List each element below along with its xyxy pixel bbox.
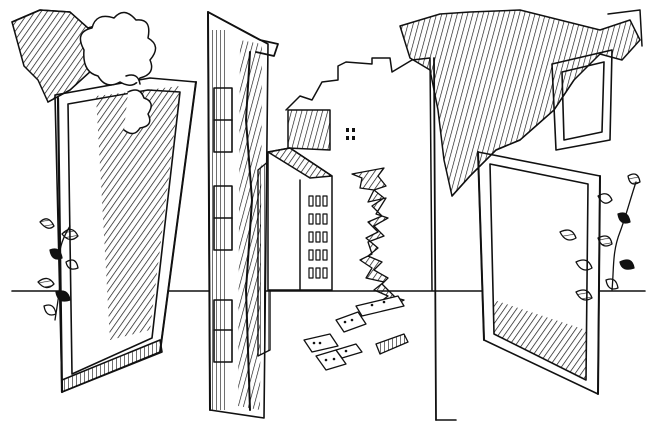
background-buildings xyxy=(267,57,433,291)
left-window-shutter xyxy=(54,77,197,394)
left-plant xyxy=(37,218,79,321)
dominoes xyxy=(303,295,409,371)
cloud xyxy=(79,11,157,135)
side-building-left xyxy=(257,159,271,357)
tall-building xyxy=(207,11,279,419)
right-plant xyxy=(559,173,641,301)
right-curtain xyxy=(399,9,643,197)
right-wall-edge xyxy=(433,57,437,421)
